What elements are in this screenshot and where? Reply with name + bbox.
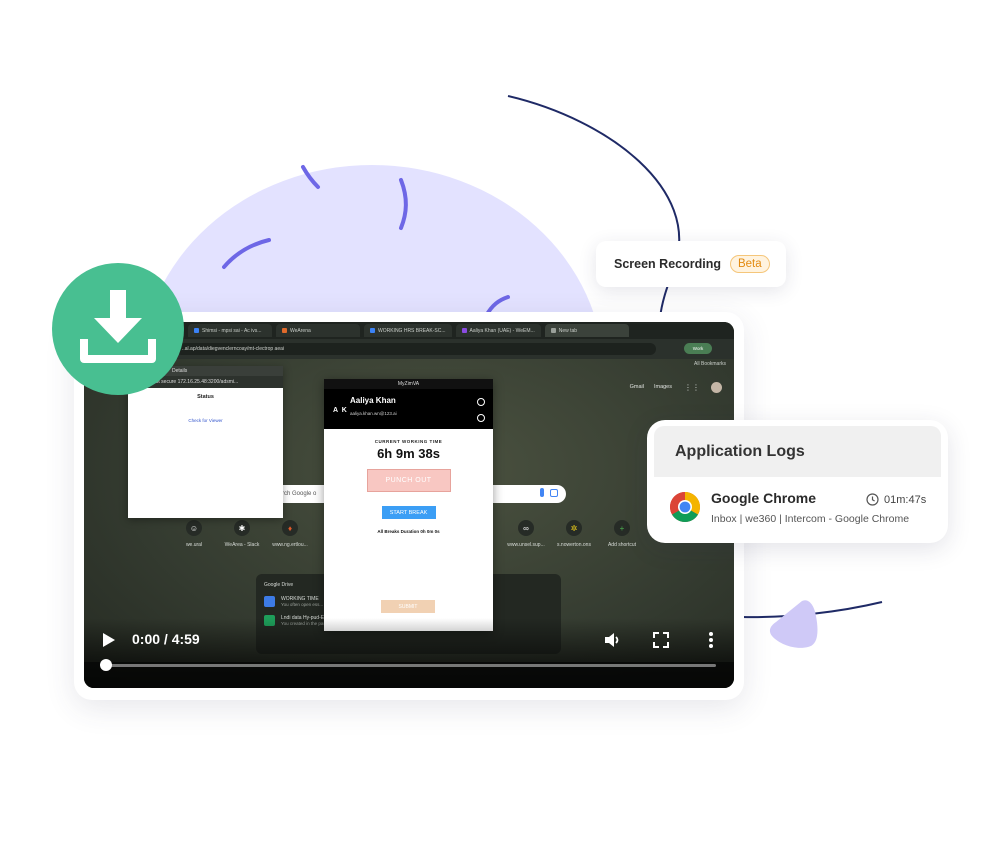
start-break-button[interactable]: START BREAK — [381, 506, 436, 519]
punch-out-button[interactable]: PUNCH OUT — [366, 469, 451, 492]
apps-grid-icon[interactable]: ⋮⋮ — [684, 383, 700, 392]
clock-icon — [866, 493, 879, 506]
browser-address-bar: ..al.ap/data/diegvenclerncoay/mt-clectro… — [84, 339, 734, 359]
shortcut[interactable]: ☺we.ural — [172, 520, 216, 548]
squiggle-1 — [301, 165, 320, 189]
logs-title: Application Logs — [654, 426, 941, 477]
tab-favicon — [550, 328, 556, 333]
profile-pill[interactable]: Work — [684, 343, 712, 354]
all-bookmarks[interactable]: All Bookmarks — [694, 361, 726, 367]
working-time-label: CURRENT WORKING TIME — [374, 439, 443, 444]
add-icon: + — [614, 520, 630, 536]
browser-tab-active[interactable]: New tab — [544, 324, 629, 337]
shortcut-row: ☺we.ural ✱WeArea - Slack ♦www.ng.ertlou.… — [84, 520, 734, 560]
screen-recording-video[interactable]: Shimsi - mpsi sai - Ac ivs... WeArena WO… — [84, 322, 734, 688]
chrome-icon — [669, 492, 701, 523]
shortcut[interactable]: ♦www.ng.ertlou... — [268, 520, 312, 548]
screen-recording-chip: Screen Recording Beta — [596, 241, 786, 287]
tab-favicon — [370, 328, 375, 333]
log-duration: 01m:47s — [884, 494, 927, 506]
lens-icon[interactable] — [550, 489, 558, 497]
shortcut-icon: ♦ — [282, 520, 298, 536]
volume-icon[interactable] — [602, 630, 622, 650]
browser-tab-bar: Shimsi - mpsi sai - Ac ivs... WeArena WO… — [84, 322, 734, 339]
settings-icon[interactable] — [477, 414, 485, 422]
browser-tab[interactable]: Shimsi - mpsi sai - Ac ivs... — [188, 324, 272, 337]
popup-address[interactable]: Not secure 172.16.25.48:3200/adsmi... — [128, 376, 283, 388]
help-icon[interactable] — [477, 398, 485, 406]
user-email: aaliya.khan.wn@123.ai — [350, 411, 397, 416]
shortcut-icon: ✲ — [566, 520, 582, 536]
screen-recording-label: Screen Recording — [614, 257, 721, 271]
play-icon[interactable] — [102, 632, 116, 648]
working-time-value: 6h 9m 38s — [377, 446, 440, 461]
download-badge[interactable] — [52, 263, 184, 395]
application-logs-card: Application Logs Google Chrome 01m:47s I… — [647, 420, 948, 543]
log-app-name: Google Chrome — [711, 490, 817, 506]
shortcut-icon: ✱ — [234, 520, 250, 536]
user-initials: A K — [333, 407, 348, 414]
progress-track[interactable] — [106, 664, 716, 667]
navy-arc-line — [507, 95, 681, 319]
shortcut[interactable]: ✲s.nowerton.ons — [552, 520, 596, 548]
drive-title: Google Drive — [264, 582, 294, 588]
video-controls: 0:00 / 4:59 — [84, 618, 734, 688]
user-header: A K Aaliya Khan aaliya.khan.wn@123.ai — [324, 389, 493, 429]
images-link[interactable]: Images — [653, 384, 672, 390]
squiggle-2 — [399, 178, 408, 230]
tab-favicon — [194, 328, 199, 333]
log-detail: Inbox | we360 | Intercom - Google Chrome — [711, 513, 910, 525]
time-tracker-window: MyZimVA A K Aaliya Khan aaliya.khan.wn@1… — [324, 379, 493, 631]
squiggle-3 — [222, 238, 271, 269]
shortcut-add[interactable]: +Add shortcut — [600, 520, 644, 548]
browser-tab[interactable]: Aaliya Khan (UAE) - WeEM... — [455, 324, 541, 337]
popup-link[interactable]: Check for Viewer — [188, 418, 223, 423]
lavender-triangle — [769, 600, 818, 648]
beta-badge: Beta — [729, 255, 770, 273]
fullscreen-icon[interactable] — [651, 630, 671, 650]
video-time: 0:00 / 4:59 — [132, 631, 200, 647]
avatar[interactable] — [711, 382, 722, 393]
tab-favicon — [461, 328, 467, 333]
details-popup: Details Not secure 172.16.25.48:3200/ads… — [128, 366, 283, 518]
submit-button[interactable]: SUBMIT — [381, 600, 435, 613]
break-duration: All Breaks Duration 0h 0m 0s — [377, 529, 440, 534]
window-title: MyZimVA — [324, 379, 493, 389]
doc-icon — [264, 596, 275, 607]
google-links: Gmail Images — [630, 384, 672, 390]
progress-handle[interactable] — [100, 659, 112, 671]
search-text: rch Google o — [282, 491, 317, 497]
shortcut-icon: ☺ — [186, 520, 202, 536]
url-field[interactable]: ..al.ap/data/diegvenclerncoay/mt-clectro… — [176, 343, 656, 355]
tab-favicon — [282, 328, 287, 333]
browser-tab[interactable]: WeArena — [276, 324, 360, 337]
mic-icon[interactable] — [540, 488, 544, 497]
more-vertical-icon[interactable] — [701, 630, 721, 650]
popup-title: Details — [128, 366, 283, 376]
shortcut-icon: ∞ — [518, 520, 534, 536]
popup-status: Status — [197, 394, 214, 400]
download-icon — [80, 290, 156, 363]
user-name: Aaliya Khan — [350, 396, 396, 405]
browser-tab[interactable]: WORKING HRS BREAK-SC... — [364, 324, 452, 337]
gmail-link[interactable]: Gmail — [629, 384, 644, 390]
shortcut[interactable]: ✱WeArea - Slack — [220, 520, 264, 548]
shortcut[interactable]: ∞www.unsel.sup... — [504, 520, 548, 548]
